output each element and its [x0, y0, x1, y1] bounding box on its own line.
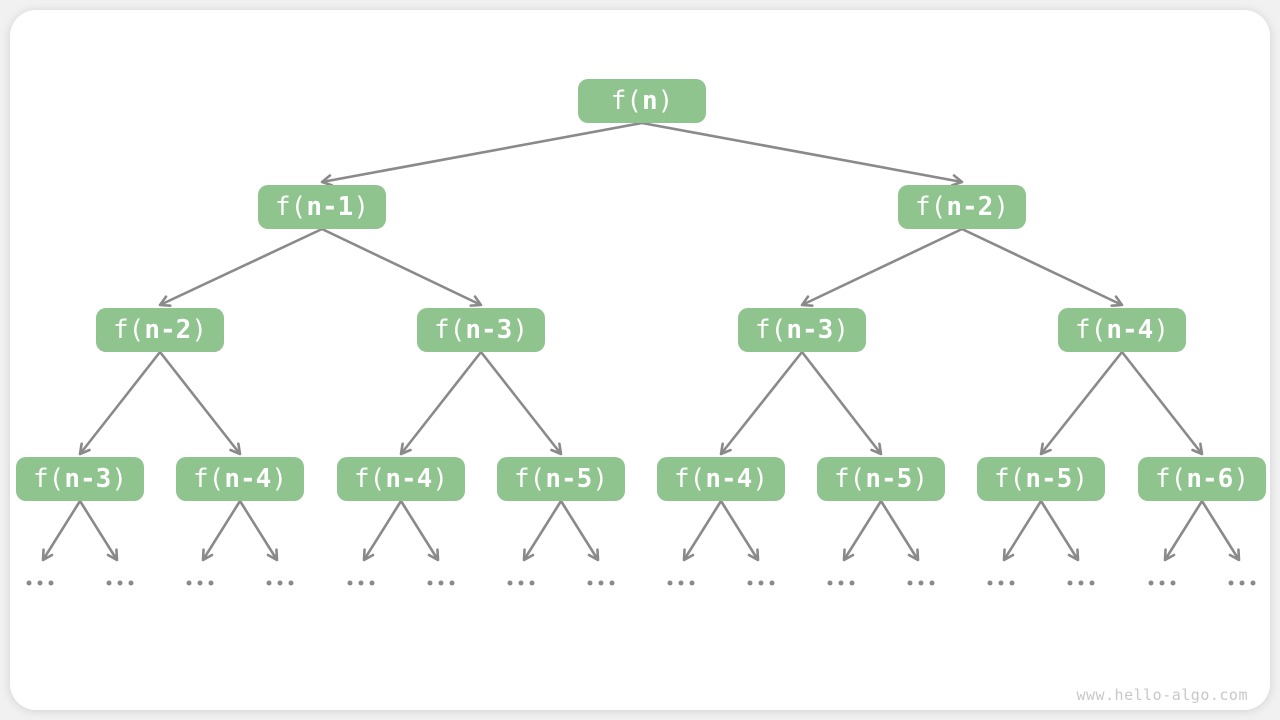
ellipsis	[827, 580, 855, 586]
ellipsis	[1228, 580, 1256, 586]
tree-node: f(n-3)	[16, 457, 144, 501]
ellipsis	[747, 580, 775, 586]
tree-edge-arrow	[320, 121, 643, 187]
ellipsis	[26, 580, 54, 586]
ellipsis	[1148, 580, 1176, 586]
watermark: www.hello-algo.com	[1076, 686, 1248, 704]
tree-edge-arrow	[399, 500, 440, 562]
ellipsis	[587, 580, 615, 586]
ellipsis	[186, 580, 214, 586]
tree-edge-arrow	[362, 500, 403, 562]
ellipsis	[427, 580, 455, 586]
tree-node: f(n)	[578, 79, 706, 123]
tree-edge-arrow	[1200, 500, 1241, 562]
tree-node: f(n-2)	[96, 308, 224, 352]
tree-edge-arrow	[41, 500, 82, 562]
tree-edge-arrow	[842, 500, 883, 562]
tree-edge-arrow	[158, 227, 323, 308]
tree-edge-arrow	[559, 500, 600, 562]
tree-edge-arrow	[800, 227, 963, 307]
tree-edge-arrow	[1163, 500, 1204, 562]
diagram-card	[10, 10, 1270, 710]
ellipsis	[987, 580, 1015, 586]
tree-node: f(n-4)	[337, 457, 465, 501]
tree-edge-arrow	[78, 351, 162, 456]
tree-edge-arrow	[1120, 351, 1204, 456]
tree-edge-arrow	[961, 227, 1124, 307]
ellipsis	[347, 580, 375, 586]
tree-edge-arrow	[879, 500, 920, 562]
tree-edge-arrow	[201, 500, 242, 562]
tree-edge-arrow	[641, 121, 964, 187]
ellipsis	[266, 580, 294, 586]
ellipsis	[507, 580, 535, 586]
tree-node: f(n-1)	[258, 185, 386, 229]
tree-node: f(n-2)	[898, 185, 1026, 229]
tree-edge-arrow	[78, 500, 119, 562]
tree-node: f(n-3)	[417, 308, 545, 352]
tree-node: f(n-5)	[977, 457, 1105, 501]
tree-edge-arrow	[399, 351, 483, 456]
tree-node: f(n-4)	[657, 457, 785, 501]
ellipsis	[1067, 580, 1095, 586]
tree-edge-arrow	[1002, 500, 1043, 562]
tree-edge-arrow	[522, 500, 563, 562]
tree-node: f(n-4)	[1058, 308, 1186, 352]
tree-edge-arrow	[1039, 351, 1124, 456]
tree-node: f(n-3)	[738, 308, 866, 352]
ellipsis	[106, 580, 134, 586]
tree-node: f(n-5)	[497, 457, 625, 501]
tree-edge-arrow	[479, 351, 563, 456]
tree-node: f(n-4)	[176, 457, 304, 501]
tree-edge-arrow	[800, 351, 883, 456]
tree-edge-arrow	[719, 500, 760, 562]
tree-edge-arrow	[321, 227, 483, 307]
tree-node: f(n-6)	[1138, 457, 1266, 501]
tree-edge-arrow	[1039, 500, 1080, 562]
tree-edge-arrow	[719, 351, 804, 456]
tree-edge-arrow	[238, 500, 279, 562]
tree-edge-arrow	[158, 351, 242, 456]
tree-edge-arrow	[682, 500, 723, 562]
tree-node: f(n-5)	[817, 457, 945, 501]
ellipsis	[667, 580, 695, 586]
ellipsis	[907, 580, 935, 586]
